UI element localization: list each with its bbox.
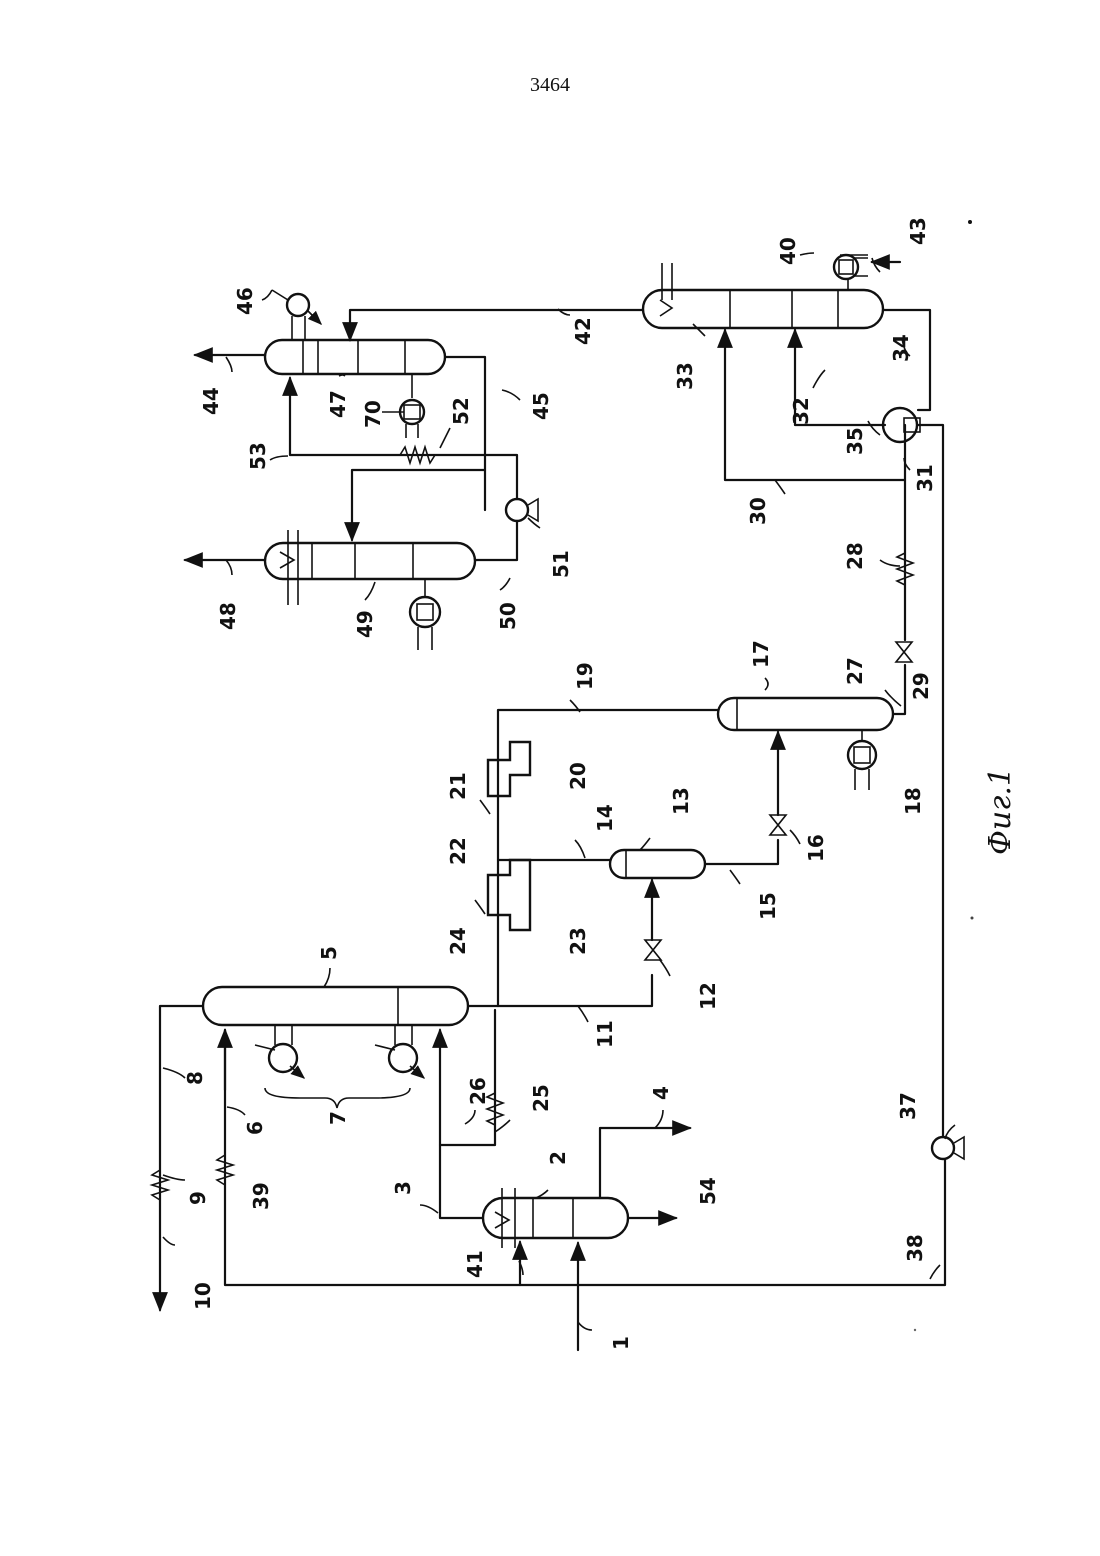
reboilers-7 [255, 1025, 424, 1108]
label-33: 33 [673, 362, 697, 390]
label-48: 48 [216, 602, 240, 630]
label-42: 42 [571, 317, 595, 345]
column-2 [483, 1188, 628, 1248]
label-4: 4 [649, 1086, 673, 1100]
figure-caption: Фиг.1 [983, 767, 1018, 855]
label-9: 9 [186, 1191, 210, 1205]
label-50: 50 [496, 602, 520, 630]
label-19: 19 [573, 662, 597, 690]
label-32: 32 [789, 397, 813, 425]
label-54: 54 [696, 1177, 720, 1205]
label-45: 45 [529, 392, 553, 420]
label-7: 7 [326, 1111, 350, 1125]
ejector-23 [488, 860, 530, 930]
label-1: 1 [609, 1336, 633, 1350]
label-20: 20 [566, 762, 590, 790]
pump-37 [932, 1137, 964, 1159]
label-14: 14 [593, 804, 617, 832]
label-29: 29 [909, 672, 933, 700]
label-44: 44 [199, 387, 223, 415]
reboiler-49 [410, 579, 440, 650]
leader-lines [163, 253, 955, 1330]
label-6: 6 [243, 1121, 267, 1135]
label-16: 16 [804, 834, 828, 862]
label-23: 23 [566, 927, 590, 955]
pump-51 [506, 499, 538, 521]
label-34: 34 [889, 334, 913, 362]
label-47: 47 [326, 390, 350, 418]
reboiler-18 [848, 730, 876, 790]
reboiler-40 [834, 255, 868, 290]
label-30: 30 [746, 497, 770, 525]
label-18: 18 [901, 787, 925, 815]
label-24: 24 [446, 927, 470, 955]
separator-13 [610, 850, 705, 878]
label-15: 15 [756, 892, 780, 920]
column-17 [718, 698, 893, 730]
label-35: 35 [843, 427, 867, 455]
label-21: 21 [446, 772, 470, 800]
label-39: 39 [249, 1182, 273, 1210]
label-12: 12 [696, 982, 720, 1010]
label-43: 43 [906, 217, 930, 245]
label-38: 38 [903, 1234, 927, 1262]
column-47 [265, 340, 445, 374]
label-5: 5 [317, 946, 341, 960]
label-28: 28 [843, 542, 867, 570]
label-70: 70 [361, 400, 385, 428]
label-49: 49 [353, 610, 377, 638]
heater-46 [272, 290, 321, 340]
label-27: 27 [843, 657, 867, 685]
label-53: 53 [246, 442, 270, 470]
label-3: 3 [391, 1181, 415, 1195]
label-8: 8 [183, 1071, 207, 1085]
label-2: 2 [546, 1151, 570, 1165]
label-11: 11 [593, 1020, 617, 1048]
label-37: 37 [896, 1092, 920, 1120]
ejector-20 [488, 742, 530, 796]
label-25: 25 [529, 1084, 553, 1112]
column-5 [203, 987, 468, 1025]
label-26: 26 [466, 1077, 490, 1105]
label-41: 41 [463, 1250, 487, 1278]
label-10: 10 [191, 1282, 215, 1310]
label-13: 13 [669, 787, 693, 815]
reboiler-70 [400, 374, 424, 438]
label-22: 22 [446, 837, 470, 865]
label-40: 40 [776, 237, 800, 265]
exchanger-35 [883, 408, 920, 442]
label-46: 46 [233, 287, 257, 315]
label-51: 51 [549, 550, 573, 578]
label-17: 17 [749, 640, 773, 668]
label-31: 31 [913, 464, 937, 492]
label-52: 52 [449, 397, 473, 425]
